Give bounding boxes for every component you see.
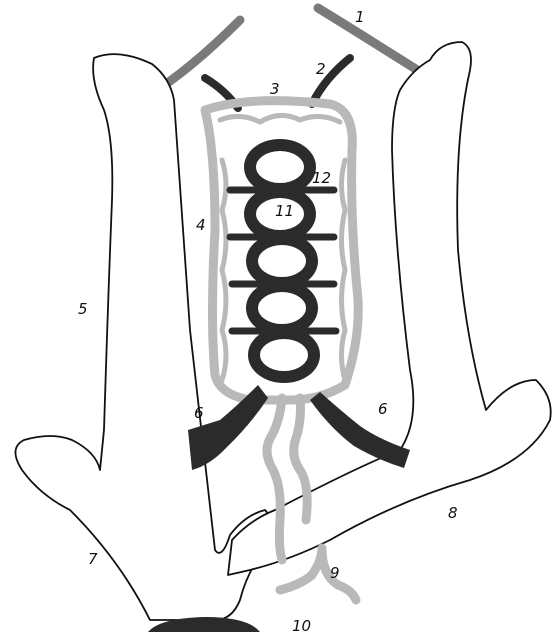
vessel-6-right — [310, 392, 410, 468]
label-11: 11 — [275, 202, 294, 220]
ring-4 — [252, 286, 312, 330]
label-8: 8 — [448, 504, 458, 522]
ring-chain-11 — [250, 145, 314, 377]
plexus-inner-meshwork — [220, 115, 345, 380]
label-12: 12 — [312, 169, 331, 187]
label-6-right: 6 — [378, 400, 388, 418]
label-2: 2 — [316, 60, 326, 78]
ring-5 — [254, 333, 314, 377]
label-5: 5 — [78, 300, 88, 318]
label-9: 9 — [330, 564, 340, 582]
label-4: 4 — [196, 216, 206, 234]
label-10: 10 — [292, 617, 311, 633]
label-3: 3 — [270, 80, 280, 98]
label-7: 7 — [88, 550, 98, 568]
vessel-6-left — [188, 385, 268, 470]
label-1: 1 — [355, 8, 365, 26]
ring-3 — [252, 239, 312, 283]
label-6-left: 6 — [194, 404, 204, 422]
ring-1 — [250, 145, 310, 189]
